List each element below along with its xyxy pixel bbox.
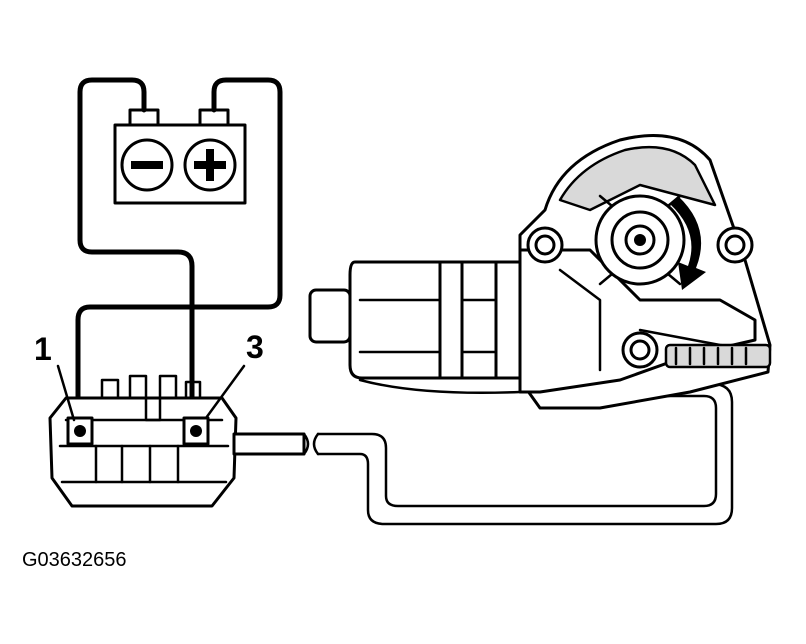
- pin-1-label: 1: [34, 331, 52, 367]
- jumper-wires: [75, 77, 283, 423]
- figure-code: G03632656: [22, 549, 127, 571]
- harness-cable: [316, 382, 734, 526]
- pin-3-leader: [204, 364, 246, 420]
- pin-1-leader: [56, 364, 76, 422]
- positive-jumper-wire: [75, 77, 283, 423]
- battery: [113, 108, 247, 205]
- mounting-bolt-right: [716, 226, 754, 264]
- mounting-bolt-left: [526, 226, 564, 264]
- wiper-motor: [308, 134, 772, 410]
- battery-negative-icon: [120, 138, 174, 192]
- pin-3-label: 3: [246, 329, 264, 365]
- mounting-bolt-bottom: [621, 331, 659, 369]
- wiper-motor-connector: [48, 374, 320, 508]
- negative-jumper-wire: [77, 77, 195, 423]
- battery-positive-icon: [183, 138, 237, 192]
- connector-cable: [232, 432, 306, 456]
- rotation-arrow-icon: [670, 196, 706, 290]
